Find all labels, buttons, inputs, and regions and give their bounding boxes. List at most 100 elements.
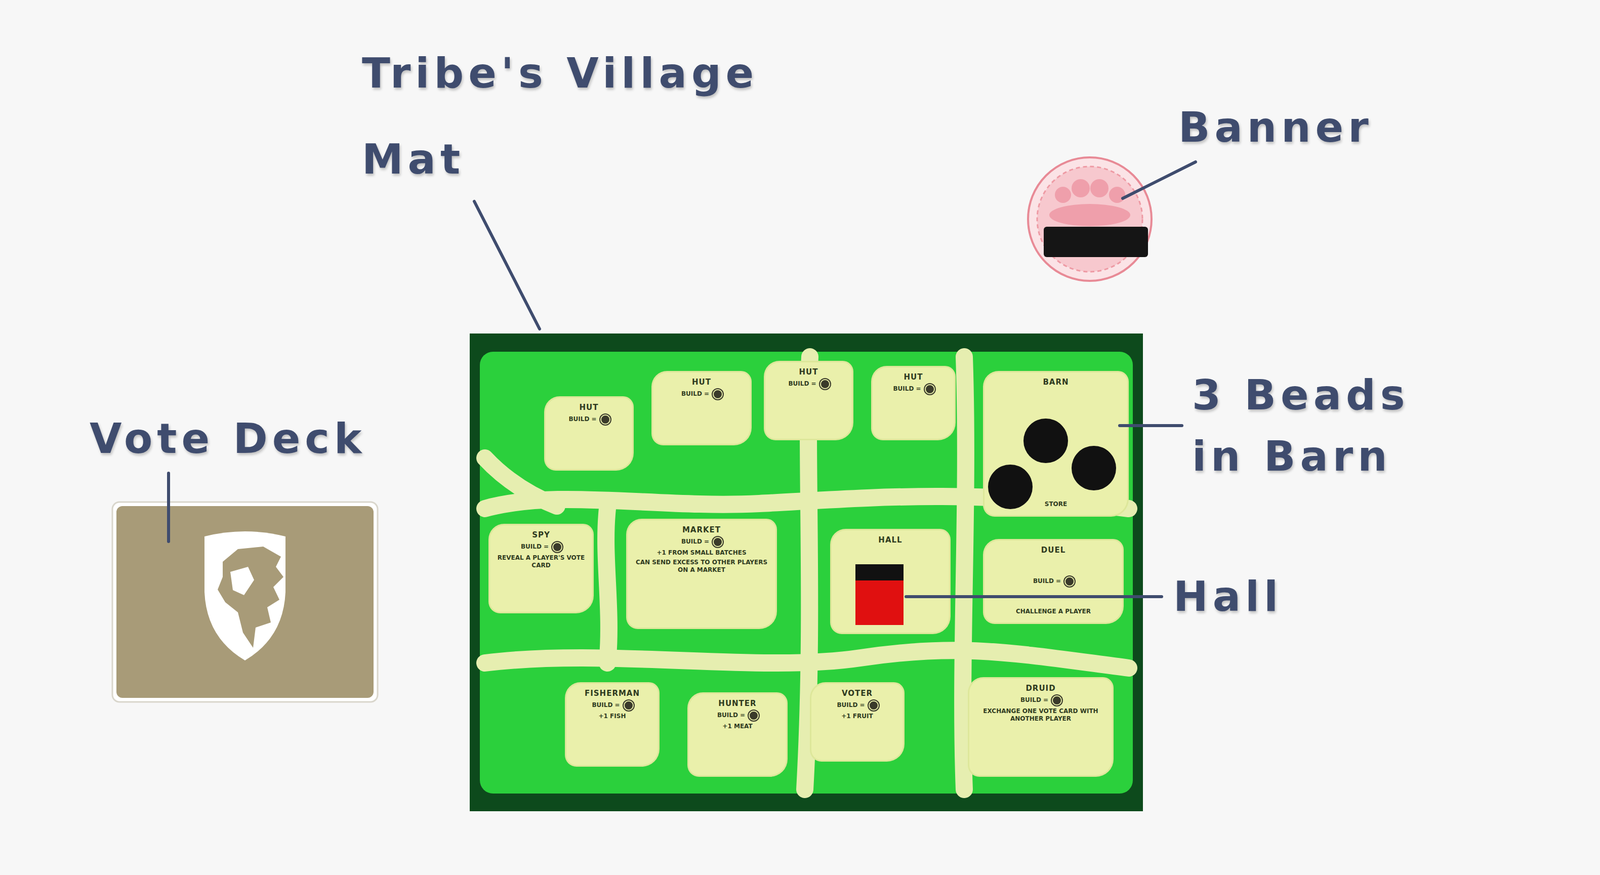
banner-disc bbox=[1028, 157, 1152, 281]
leader-line bbox=[1122, 161, 1196, 199]
village-plot: MARKET BUILD = +1 FROM SMALL BATCHESCAN SE… bbox=[627, 520, 776, 628]
text-row: DRUID bbox=[1024, 683, 1057, 694]
plot-title: HUT bbox=[798, 367, 820, 378]
village-plot: DRUID BUILD = EXCHANGE ONE VOTE CARD WITH … bbox=[969, 678, 1113, 776]
plot-text: +1 MEAT bbox=[721, 722, 754, 731]
text-row: HUNTER bbox=[717, 699, 758, 709]
plot-text: CHALLENGE A PLAYER bbox=[1014, 607, 1092, 616]
village-plot: HUNTER BUILD = +1 MEAT bbox=[688, 693, 787, 776]
mat-roads bbox=[484, 356, 1129, 790]
plot-title: DRUID bbox=[1024, 683, 1057, 694]
plot-title: SPY bbox=[530, 530, 552, 541]
village-plot: VOTERBUILD =+1 FRUIT bbox=[811, 683, 904, 761]
text-row: MARKET bbox=[681, 525, 722, 536]
callout-label: Hall bbox=[1173, 571, 1283, 622]
text-row: REVEAL A PLAYER'S VOTE CARD bbox=[495, 554, 588, 570]
text-row: HUT bbox=[798, 367, 820, 378]
plot-title: HUT bbox=[903, 372, 925, 383]
bead-icon bbox=[712, 537, 723, 548]
plot-text: BUILD = bbox=[787, 380, 817, 388]
lion-head bbox=[217, 546, 284, 648]
bead-icon bbox=[1064, 576, 1075, 587]
bead-icon bbox=[1051, 695, 1062, 706]
plot-text: BUILD = bbox=[1032, 577, 1062, 586]
plot-text: +1 FRUIT bbox=[840, 712, 874, 721]
callout-label: Vote Deck bbox=[89, 414, 367, 464]
card-edge bbox=[112, 502, 378, 703]
banner-figures bbox=[1049, 179, 1131, 227]
bead-icon bbox=[552, 542, 563, 553]
plot-text: BUILD = bbox=[519, 543, 550, 551]
text-row: STORE bbox=[1043, 500, 1069, 509]
text-row: BUILD = bbox=[680, 389, 723, 400]
shield bbox=[204, 531, 286, 661]
plot-text: BUILD = bbox=[680, 390, 711, 398]
callout-label: Tribe's Village Mat bbox=[361, 30, 767, 203]
bead-icon bbox=[623, 700, 634, 711]
text-row: SPY bbox=[530, 530, 552, 541]
leader-line bbox=[167, 473, 171, 542]
plot-text: BUILD = bbox=[891, 385, 922, 393]
callout-label: 3 Beads in Barn bbox=[1192, 364, 1466, 487]
plot-title: FISHERMAN bbox=[583, 688, 641, 699]
plot-title: HUT bbox=[578, 402, 600, 413]
plot-title: HUNTER bbox=[717, 699, 758, 709]
text-row: +1 FROM SMALL BATCHES bbox=[655, 549, 748, 557]
village-plot: HUT BUILD = bbox=[652, 372, 751, 444]
plot-title: MARKET bbox=[681, 525, 722, 536]
plot-text: CAN SEND EXCESS TO OTHER PLAYERS ON A MA… bbox=[632, 558, 771, 574]
village-plot: BARNSTORE bbox=[984, 372, 1128, 516]
plot-text: STORE bbox=[1043, 500, 1069, 509]
plot-text: BUILD = bbox=[1019, 696, 1050, 705]
text-row: DUEL bbox=[1040, 545, 1067, 556]
text-row: +1 FRUIT bbox=[840, 712, 874, 721]
bead-icon bbox=[819, 379, 831, 390]
text-row: BUILD = bbox=[1032, 576, 1075, 587]
text-row: HUT bbox=[578, 402, 600, 413]
text-row: CHALLENGE A PLAYER bbox=[1014, 607, 1092, 616]
bead-icon bbox=[868, 700, 879, 711]
text-row: BUILD = bbox=[787, 379, 830, 390]
text-row: HALL bbox=[877, 535, 904, 546]
plot-text: REVEAL A PLAYER'S VOTE CARD bbox=[495, 554, 588, 570]
callout-label: Banner bbox=[1178, 102, 1374, 153]
plot-text: BUILD = bbox=[567, 415, 598, 424]
leader-line bbox=[474, 201, 540, 330]
mat-border bbox=[469, 333, 1143, 812]
plot-title: HUT bbox=[690, 377, 713, 388]
plot-title: HALL bbox=[877, 535, 904, 546]
text-row: BUILD = bbox=[680, 537, 723, 548]
village-plot: SPY BUILD = REVEAL A PLAYER'S VOTE CARD bbox=[489, 525, 593, 612]
text-row: BUILD = bbox=[519, 542, 563, 553]
text-row: +1 MEAT bbox=[721, 722, 754, 731]
text-row: CAN SEND EXCESS TO OTHER PLAYERS ON A MA… bbox=[632, 558, 771, 574]
plot-text: EXCHANGE ONE VOTE CARD WITH ANOTHER PLAY… bbox=[974, 707, 1107, 723]
text-row: BUILD = bbox=[891, 384, 935, 395]
plot-text: BUILD = bbox=[590, 701, 621, 710]
leader-lines bbox=[168, 161, 1196, 597]
plot-text: +1 FISH bbox=[597, 712, 628, 721]
leader-line bbox=[1119, 424, 1182, 428]
plot-text: BUILD = bbox=[680, 538, 711, 546]
plot-text: +1 FROM SMALL BATCHES bbox=[655, 549, 748, 557]
banner-bar bbox=[1043, 226, 1148, 258]
text-row: BUILD = bbox=[567, 414, 610, 425]
bead-icon bbox=[600, 414, 611, 425]
text-row: BUILD = bbox=[1019, 695, 1062, 706]
village-plot: DUEL BUILD = CHALLENGE A PLAYER bbox=[984, 540, 1123, 623]
text-row: BUILD = bbox=[835, 700, 879, 711]
plot-title: DUEL bbox=[1040, 545, 1067, 556]
plot-text: BUILD = bbox=[716, 711, 747, 720]
vote-card bbox=[116, 506, 374, 699]
bead-icon bbox=[748, 710, 759, 721]
village-plot: HUT BUILD = bbox=[872, 367, 955, 439]
village-plot: HALL bbox=[831, 530, 950, 633]
text-row: BUILD = bbox=[716, 710, 759, 721]
text-row: HUT bbox=[903, 372, 925, 383]
lion-face bbox=[230, 566, 255, 596]
village-plot: FISHERMAN BUILD = +1 FISH bbox=[566, 683, 659, 766]
plot-title: VOTER bbox=[840, 688, 874, 699]
bead-icon bbox=[924, 384, 935, 395]
text-row: FISHERMAN bbox=[583, 688, 641, 699]
